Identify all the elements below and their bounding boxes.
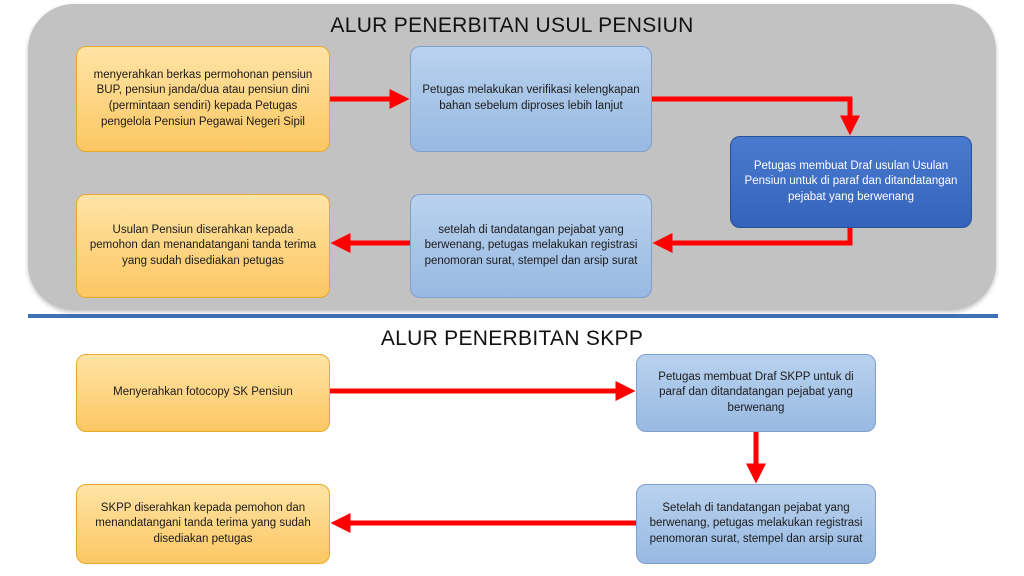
usul-pensiun-title: ALUR PENERBITAN USUL PENSIUN <box>330 14 694 37</box>
usul-step-2-verification: Petugas melakukan verifikasi kelengkapan… <box>410 46 652 152</box>
arrow-usul-3-to-4 <box>652 228 853 253</box>
skpp-title: ALUR PENERBITAN SKPP <box>380 327 644 350</box>
skpp-step-4-handover: SKPP diserahkan kepada pemohon dan menan… <box>76 484 330 564</box>
usul-step-1-submit-documents: menyerahkan berkas permohonan pensiun BU… <box>76 46 330 152</box>
usul-step-3-draft: Petugas membuat Draf usulan Usulan Pensi… <box>730 136 972 228</box>
skpp-step-2-draft: Petugas membuat Draf SKPP untuk di paraf… <box>636 354 876 432</box>
arrow-usul-2-to-3 <box>652 96 860 136</box>
skpp-step-1-submit-copy: Menyerahkan fotocopy SK Pensiun <box>76 354 330 432</box>
usul-step-4-registration: setelah di tandatangan pejabat yang berw… <box>410 194 652 298</box>
skpp-step-3-registration: Setelah di tandatangan pejabat yang berw… <box>636 484 876 564</box>
section-divider <box>28 314 998 318</box>
usul-step-5-handover: Usulan Pensiun diserahkan kepada pemohon… <box>76 194 330 298</box>
